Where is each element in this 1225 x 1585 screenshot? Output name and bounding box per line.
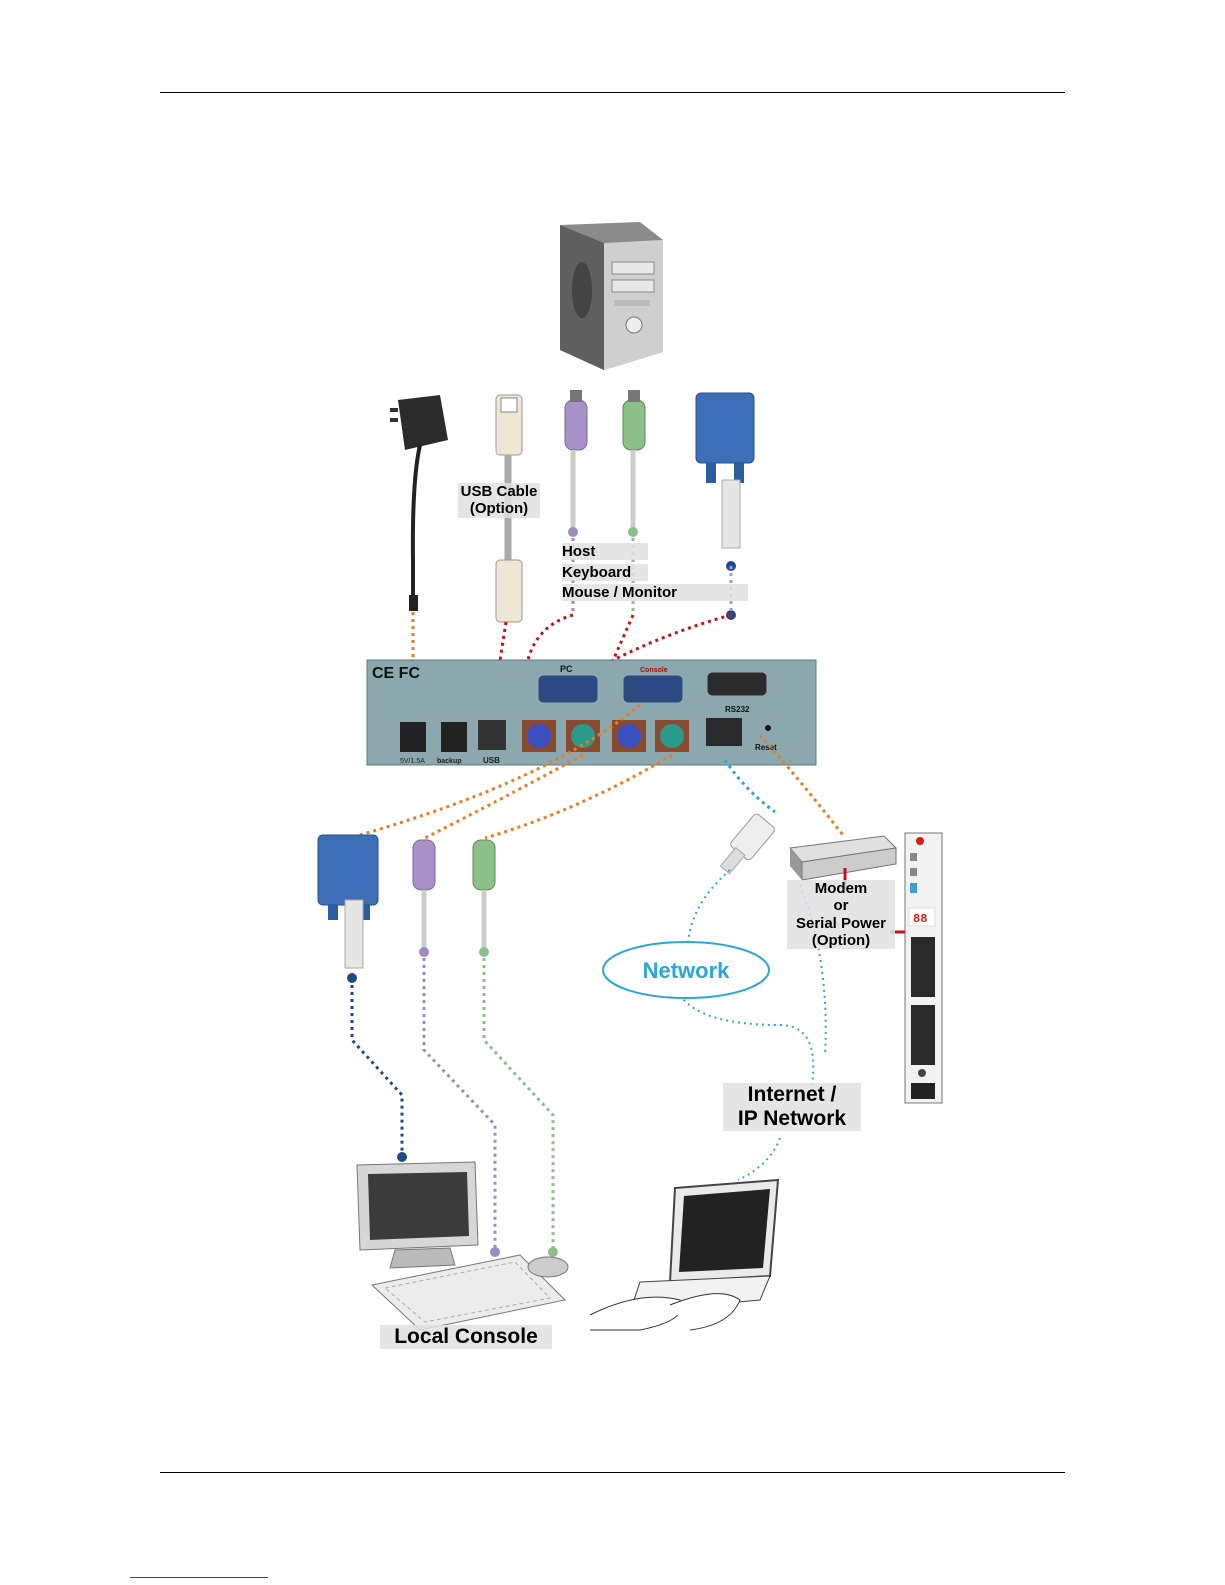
- usb-cable-label: USB Cable (Option): [458, 483, 540, 518]
- internet-label: Internet / IP Network: [723, 1083, 861, 1131]
- host-label-line3: Mouse / Monitor: [562, 584, 748, 601]
- port-power-label: 5V/1.5A: [400, 758, 425, 765]
- power-distribution-unit-icon: [890, 833, 942, 1103]
- network-label: Network: [643, 958, 731, 983]
- local-monitor-icon: [357, 1162, 478, 1268]
- host-label-line1: Host: [562, 543, 648, 560]
- port-console-label: Console: [640, 667, 668, 674]
- local-console-label: Local Console: [380, 1325, 552, 1349]
- rj45-plug-icon: [715, 812, 776, 878]
- port-backup-label: backup: [437, 758, 462, 765]
- host-mouse-plug-icon: [623, 390, 645, 537]
- console-mouse-plug-icon: [473, 840, 495, 957]
- monitor-connector-dot: [397, 1152, 407, 1162]
- console-monitor-plug-icon: [318, 835, 378, 983]
- mouse-connector-dot: [548, 1247, 558, 1257]
- host-label-line2: Keyboard: [562, 564, 648, 581]
- network-cable-line: [725, 760, 775, 812]
- host-keyboard-plug-icon: [565, 390, 587, 537]
- port-usb-label: USB: [483, 756, 500, 765]
- laptop-icon: [590, 1180, 778, 1330]
- port-pc-label: PC: [560, 664, 573, 674]
- port-reset-label: Reset: [755, 743, 777, 752]
- local-mouse-icon: [528, 1257, 568, 1277]
- power-adapter-icon: [390, 395, 448, 611]
- pdu-display: 88: [913, 912, 927, 926]
- console-keyboard-plug-icon: [413, 840, 435, 957]
- cert-marks: CE FC: [372, 665, 420, 682]
- port-rs232-label: RS232: [725, 705, 750, 714]
- modem-label: Modem or Serial Power (Option): [787, 880, 895, 949]
- pc-tower-icon: [560, 222, 663, 370]
- keyboard-connector-dot: [490, 1247, 500, 1257]
